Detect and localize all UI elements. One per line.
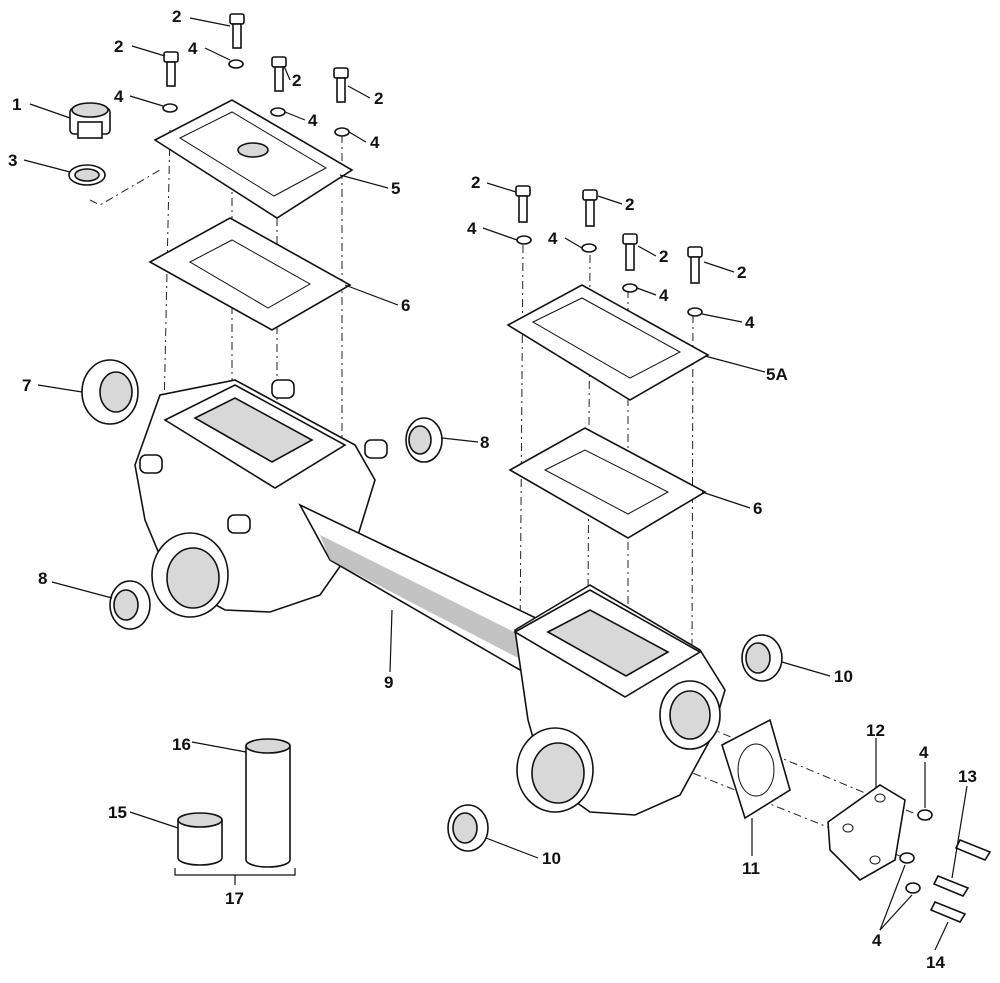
callout-4: 4: [114, 87, 124, 106]
bushing-8-upper: [405, 417, 443, 463]
bushing-10-lower: [447, 804, 489, 852]
callout-4: 4: [919, 743, 929, 762]
bushing-10-upper: [741, 634, 783, 682]
callout-2: 2: [114, 37, 123, 56]
end-plate-12: [827, 784, 906, 881]
filler-plug: [69, 102, 111, 139]
flange-gasket-11: [721, 718, 791, 820]
cover-plate-5a: [506, 284, 710, 401]
sealing-ring: [68, 164, 106, 186]
screws-13-14: [929, 838, 992, 923]
lock-washers: [162, 59, 933, 894]
callout-4: 4: [370, 133, 380, 152]
callout-4: 4: [548, 229, 558, 248]
callout-17: 17: [225, 889, 244, 908]
gasket-left: [148, 217, 352, 331]
callout-12: 12: [866, 721, 885, 740]
callout-4: 4: [467, 219, 477, 238]
callout-4: 4: [659, 286, 669, 305]
callout-2: 2: [172, 7, 181, 26]
set-17-bracket: [174, 868, 296, 885]
callout-2: 2: [625, 195, 634, 214]
callout-10: 10: [542, 849, 561, 868]
tube-16: [245, 738, 291, 868]
callout-4: 4: [308, 111, 318, 130]
bushing-8-lower: [109, 580, 151, 630]
callout-6: 6: [401, 296, 410, 315]
callout-5: 5: [391, 179, 400, 198]
bushing-15: [177, 812, 223, 866]
callout-3: 3: [8, 151, 17, 170]
callout-15: 15: [108, 803, 127, 822]
callout-4: 4: [745, 313, 755, 332]
bolts: [163, 13, 703, 284]
callout-4: 4: [872, 931, 882, 950]
bearing-7: [81, 359, 139, 425]
leader-lines: [23, 17, 968, 951]
callout-11: 11: [742, 859, 760, 878]
callout-16: 16: [172, 735, 191, 754]
callout-2: 2: [374, 89, 383, 108]
callout-2: 2: [737, 263, 746, 282]
callout-6: 6: [753, 499, 762, 518]
gasket-right: [508, 427, 707, 539]
callout-9: 9: [384, 673, 393, 692]
axle-housing: [134, 379, 726, 816]
callout-10: 10: [834, 667, 853, 686]
callout-8: 8: [480, 433, 489, 452]
callout-2: 2: [292, 71, 301, 90]
callout-14: 14: [926, 953, 945, 972]
callout-1: 1: [12, 95, 21, 114]
callout-4: 4: [188, 39, 198, 58]
callout-7: 7: [22, 376, 31, 395]
cover-plate-5: [153, 99, 354, 219]
callout-labels: 1 2 2 2 2 2 2 2 2 3 4 4 4 4 4 4 4 4 4 4 …: [8, 7, 977, 972]
callout-2: 2: [659, 247, 668, 266]
callout-8: 8: [38, 569, 47, 588]
callout-5a: 5A: [766, 365, 788, 384]
callout-13: 13: [958, 767, 977, 786]
callout-2: 2: [471, 173, 480, 192]
